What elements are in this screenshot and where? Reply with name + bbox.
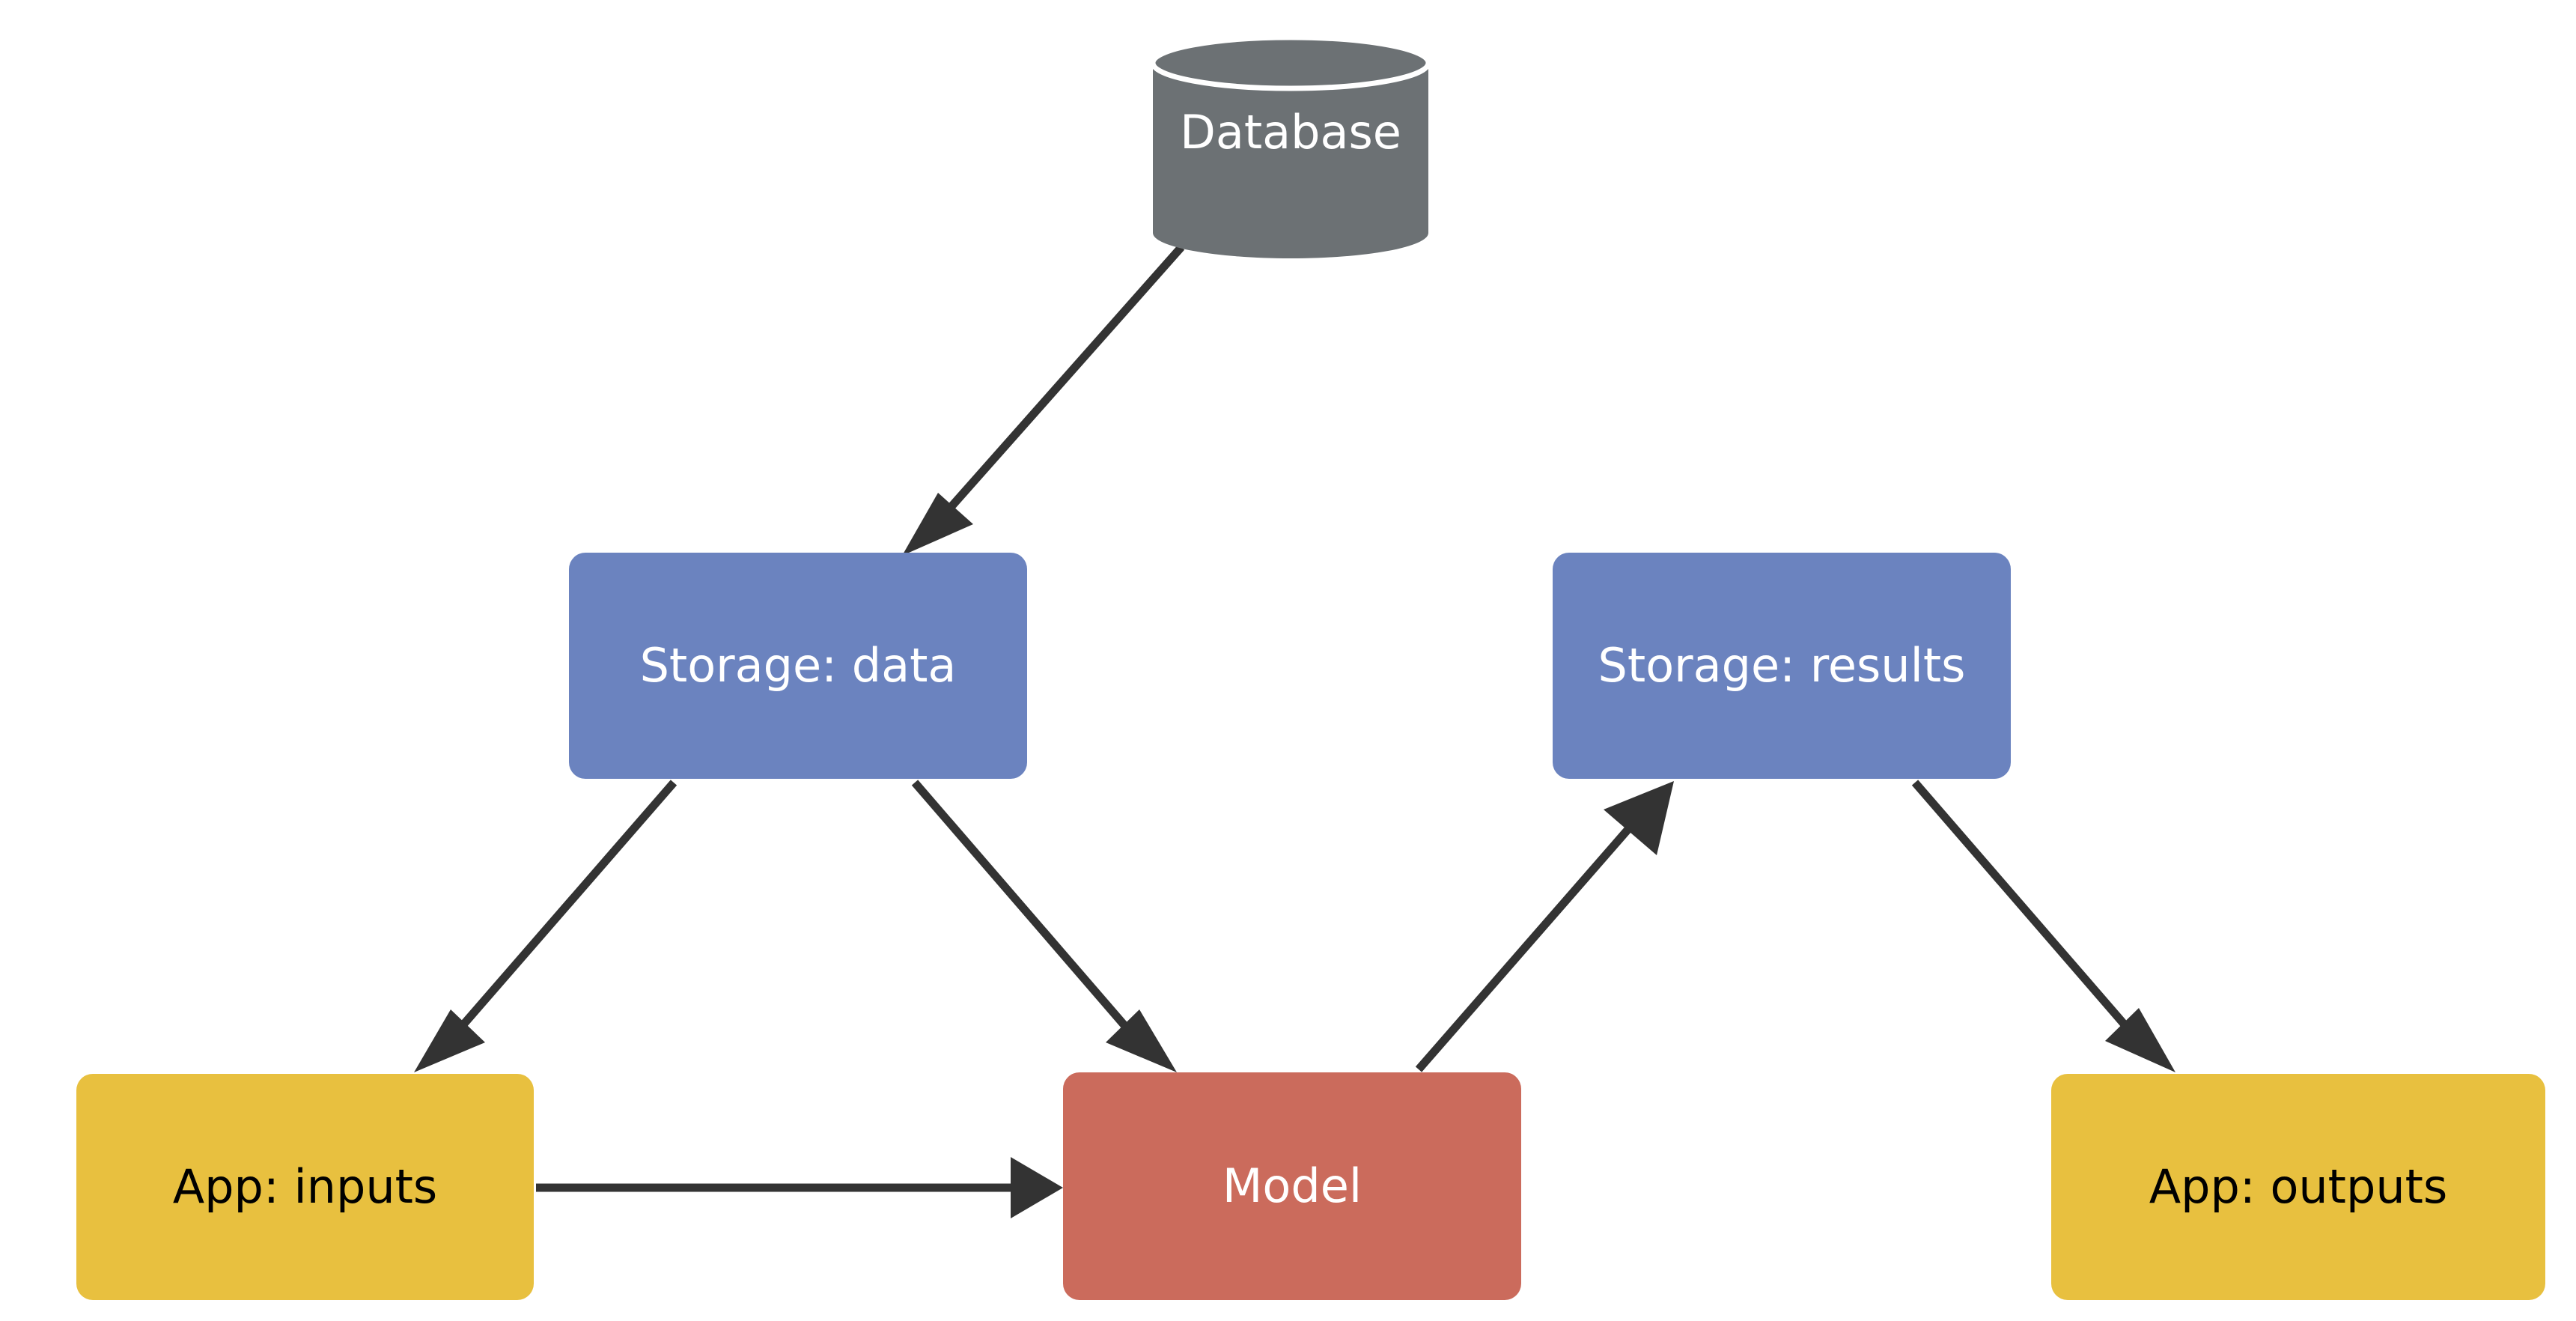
node-model-label: Model xyxy=(1222,1158,1362,1213)
node-storage-data[interactable]: Storage: data xyxy=(569,553,1027,779)
node-model[interactable]: Model xyxy=(1063,1072,1521,1300)
edge-storage-data-to-app-inputs xyxy=(414,780,678,1072)
node-app-outputs[interactable]: App: outputs xyxy=(2051,1074,2545,1300)
node-app-inputs[interactable]: App: inputs xyxy=(76,1074,534,1300)
node-app-inputs-label: App: inputs xyxy=(172,1158,438,1214)
edge-model-to-storage-results xyxy=(1415,781,1674,1072)
edge-app-inputs-to-model xyxy=(536,1157,1063,1218)
edge-database-to-storage-data xyxy=(902,244,1185,556)
node-storage-data-label: Storage: data xyxy=(639,637,957,693)
edge-storage-results-to-app-outputs xyxy=(1911,780,2175,1072)
node-database-label: Database xyxy=(1180,105,1401,160)
node-app-outputs-label: App: outputs xyxy=(2149,1158,2448,1214)
node-storage-results-label: Storage: results xyxy=(1598,637,1966,693)
edge-storage-data-to-model xyxy=(911,780,1177,1072)
node-database[interactable]: Database xyxy=(1153,37,1428,258)
cylinder-top-ellipse xyxy=(1153,37,1428,91)
node-storage-results[interactable]: Storage: results xyxy=(1553,553,2011,779)
cylinder-body xyxy=(1153,63,1428,258)
